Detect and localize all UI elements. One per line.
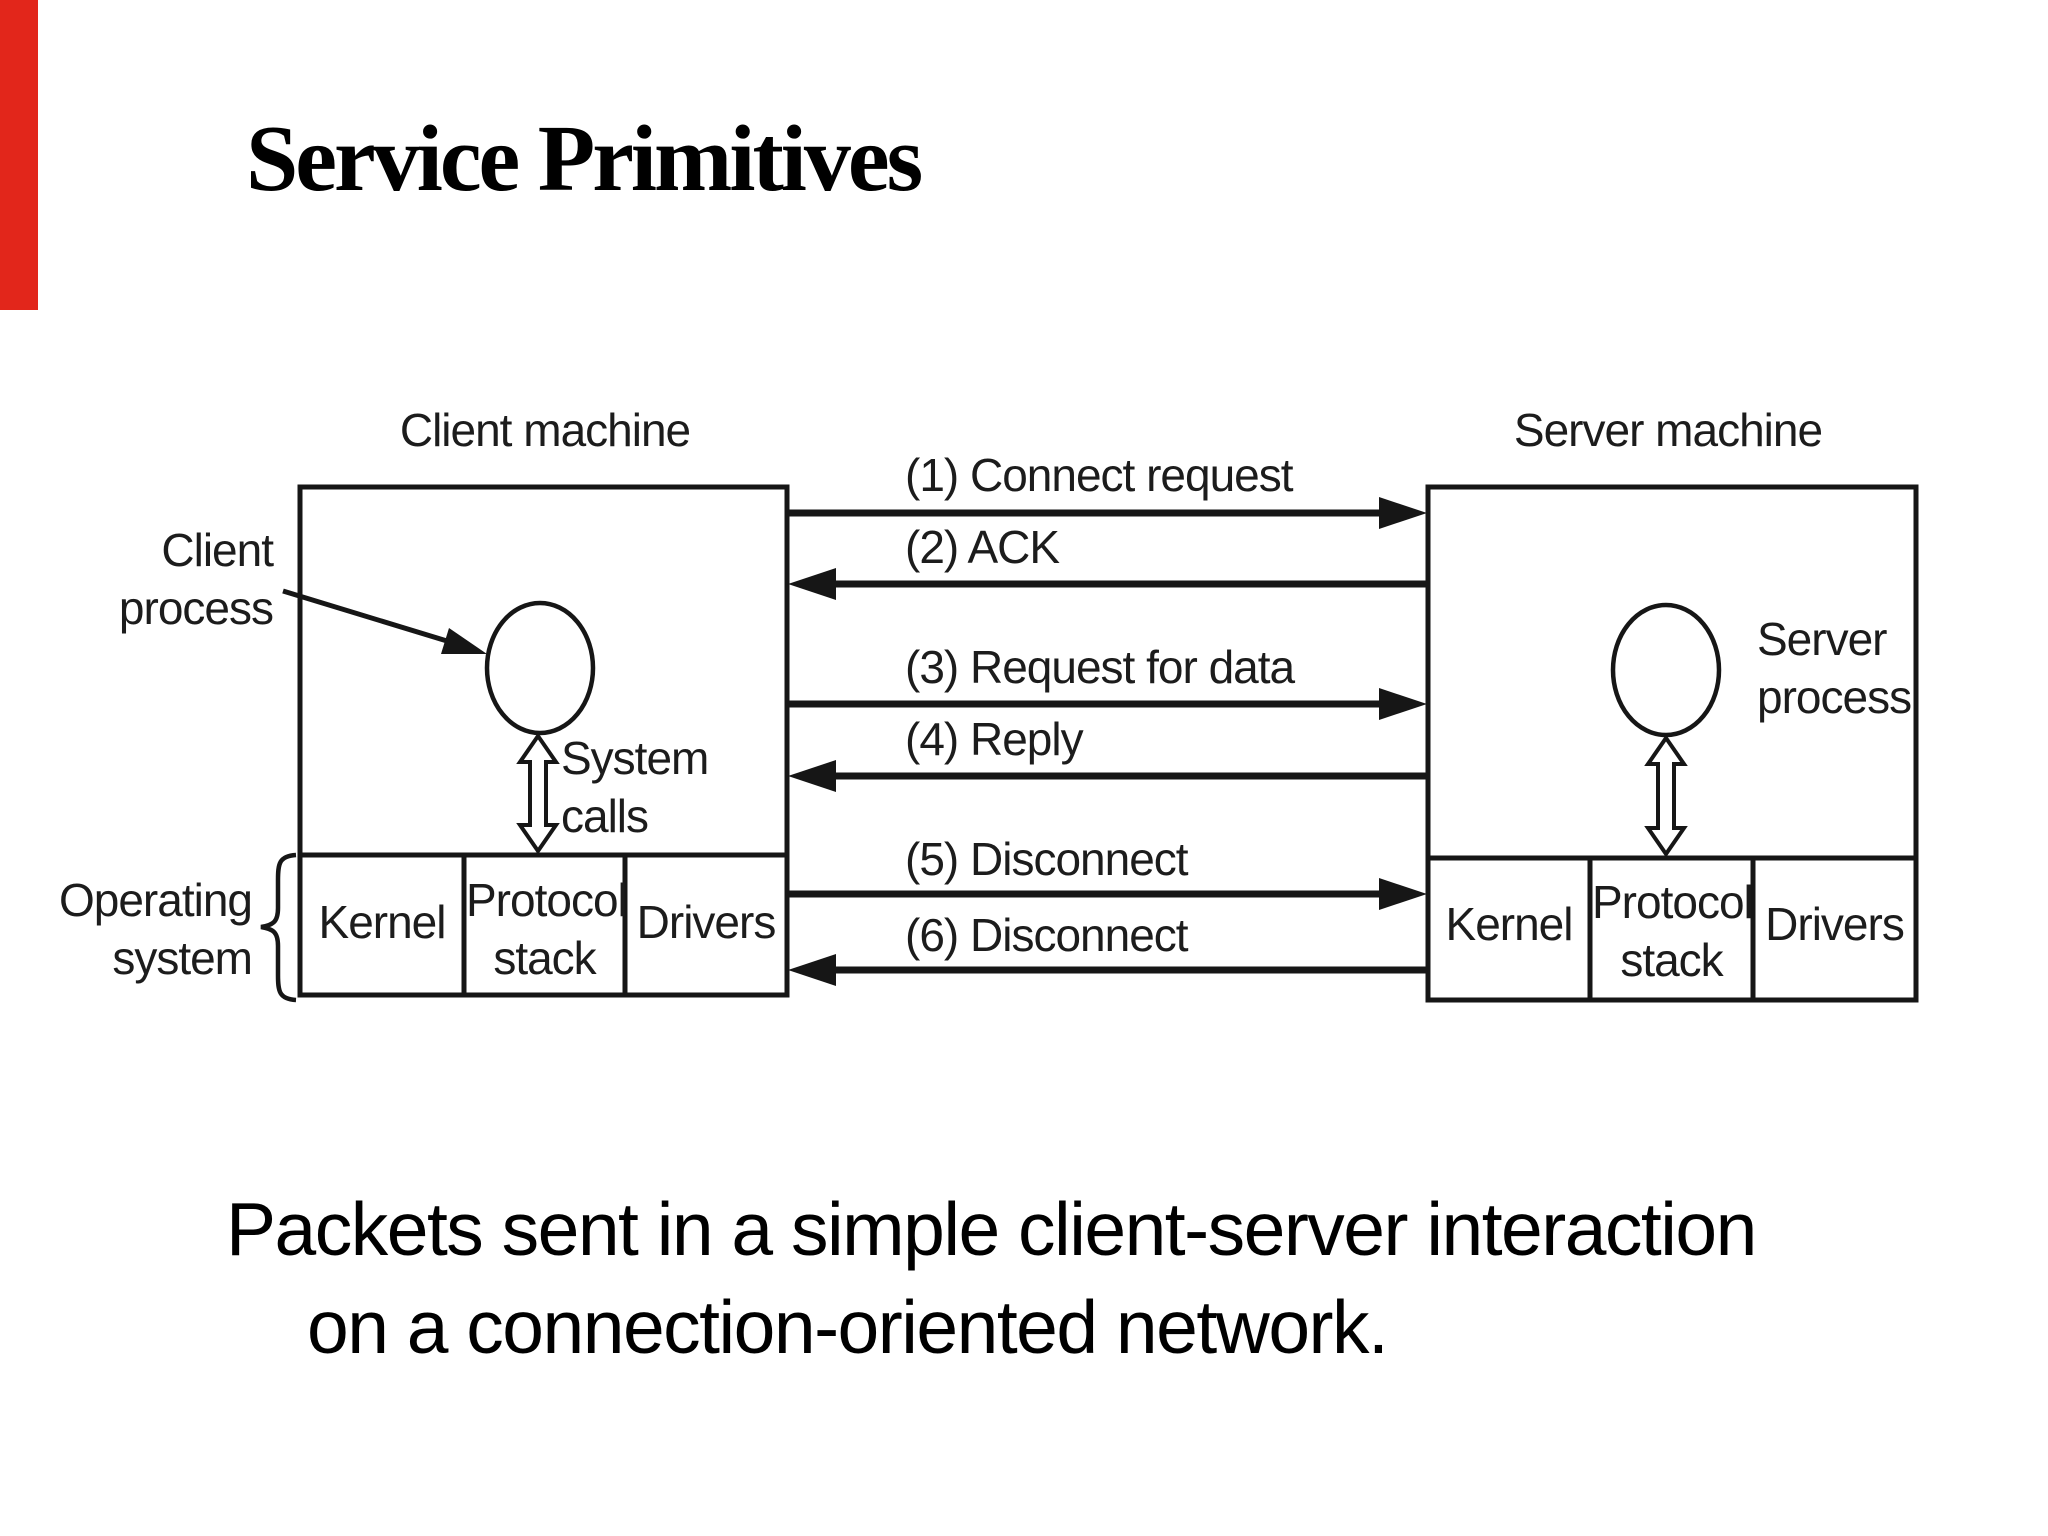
arrow-3-request-for-data-icon xyxy=(787,688,1427,720)
caption-line2: on a connection-oriented network. xyxy=(307,1285,1389,1370)
server-drivers-cell-label: Drivers xyxy=(1765,898,1905,950)
server-protocol-stack-line2: stack xyxy=(1620,934,1723,987)
server-process-label-line2: process xyxy=(1757,671,1912,724)
operating-system-brace-icon xyxy=(260,852,297,1003)
operating-system-label-line2: system xyxy=(112,932,253,985)
system-calls-label-line2: calls xyxy=(561,790,649,843)
arrow-2-label: (2) ACK xyxy=(905,521,1060,573)
accent-bar xyxy=(0,0,38,310)
client-process-label: Client process xyxy=(60,521,274,638)
arrow-4-label: (4) Reply xyxy=(905,713,1084,765)
arrow-2-ack-icon xyxy=(788,568,1428,600)
server-system-calls-double-arrow-icon xyxy=(1644,734,1688,858)
server-protocol-stack-cell-label: Protocol stack xyxy=(1592,873,1754,990)
client-machine-box xyxy=(297,484,790,998)
client-drivers-cell-label: Drivers xyxy=(636,896,777,948)
server-process-label: Server process xyxy=(1757,610,1912,727)
system-calls-label-line1: System xyxy=(561,732,709,784)
server-machine-box xyxy=(1425,484,1919,1003)
page-title: Service Primitives xyxy=(246,107,923,211)
client-protocol-stack-line2: stack xyxy=(493,932,596,985)
client-protocol-stack-cell-label: Protocol stack xyxy=(466,871,628,988)
caption-line1: Packets sent in a simple client-server i… xyxy=(226,1187,1757,1271)
arrow-5-disconnect-icon xyxy=(787,878,1427,910)
arrow-5-label: (5) Disconnect xyxy=(905,833,1189,885)
system-calls-label: System calls xyxy=(561,729,709,846)
operating-system-label-line1: Operating xyxy=(58,874,253,926)
client-kernel-cell-label: Kernel xyxy=(318,896,447,948)
operating-system-label: Operating system xyxy=(40,871,253,988)
client-process-label-line1: Client xyxy=(161,524,274,576)
message-arrows xyxy=(787,497,1428,986)
client-machine-label: Client machine xyxy=(399,404,691,456)
server-machine-label: Server machine xyxy=(1513,404,1823,456)
arrow-1-label: (1) Connect request xyxy=(905,449,1294,501)
server-process-circle xyxy=(1610,602,1722,738)
server-protocol-stack-line1: Protocol xyxy=(1592,876,1754,928)
client-protocol-stack-line1: Protocol xyxy=(466,874,628,926)
caption: Packets sent in a simple client-server i… xyxy=(226,1180,1757,1377)
client-process-pointer-arrow-icon xyxy=(282,588,487,654)
arrow-6-label: (6) Disconnect xyxy=(905,909,1189,961)
server-process-label-line1: Server xyxy=(1757,613,1887,665)
client-process-circle xyxy=(484,600,596,736)
arrow-3-label: (3) Request for data xyxy=(905,641,1295,693)
server-kernel-cell-label: Kernel xyxy=(1445,898,1574,950)
client-system-calls-double-arrow-icon xyxy=(516,732,560,855)
arrow-4-reply-icon xyxy=(788,760,1428,792)
arrow-6-disconnect-icon xyxy=(788,954,1428,986)
client-process-label-line2: process xyxy=(118,582,274,635)
arrow-1-connect-request-icon xyxy=(787,497,1427,529)
